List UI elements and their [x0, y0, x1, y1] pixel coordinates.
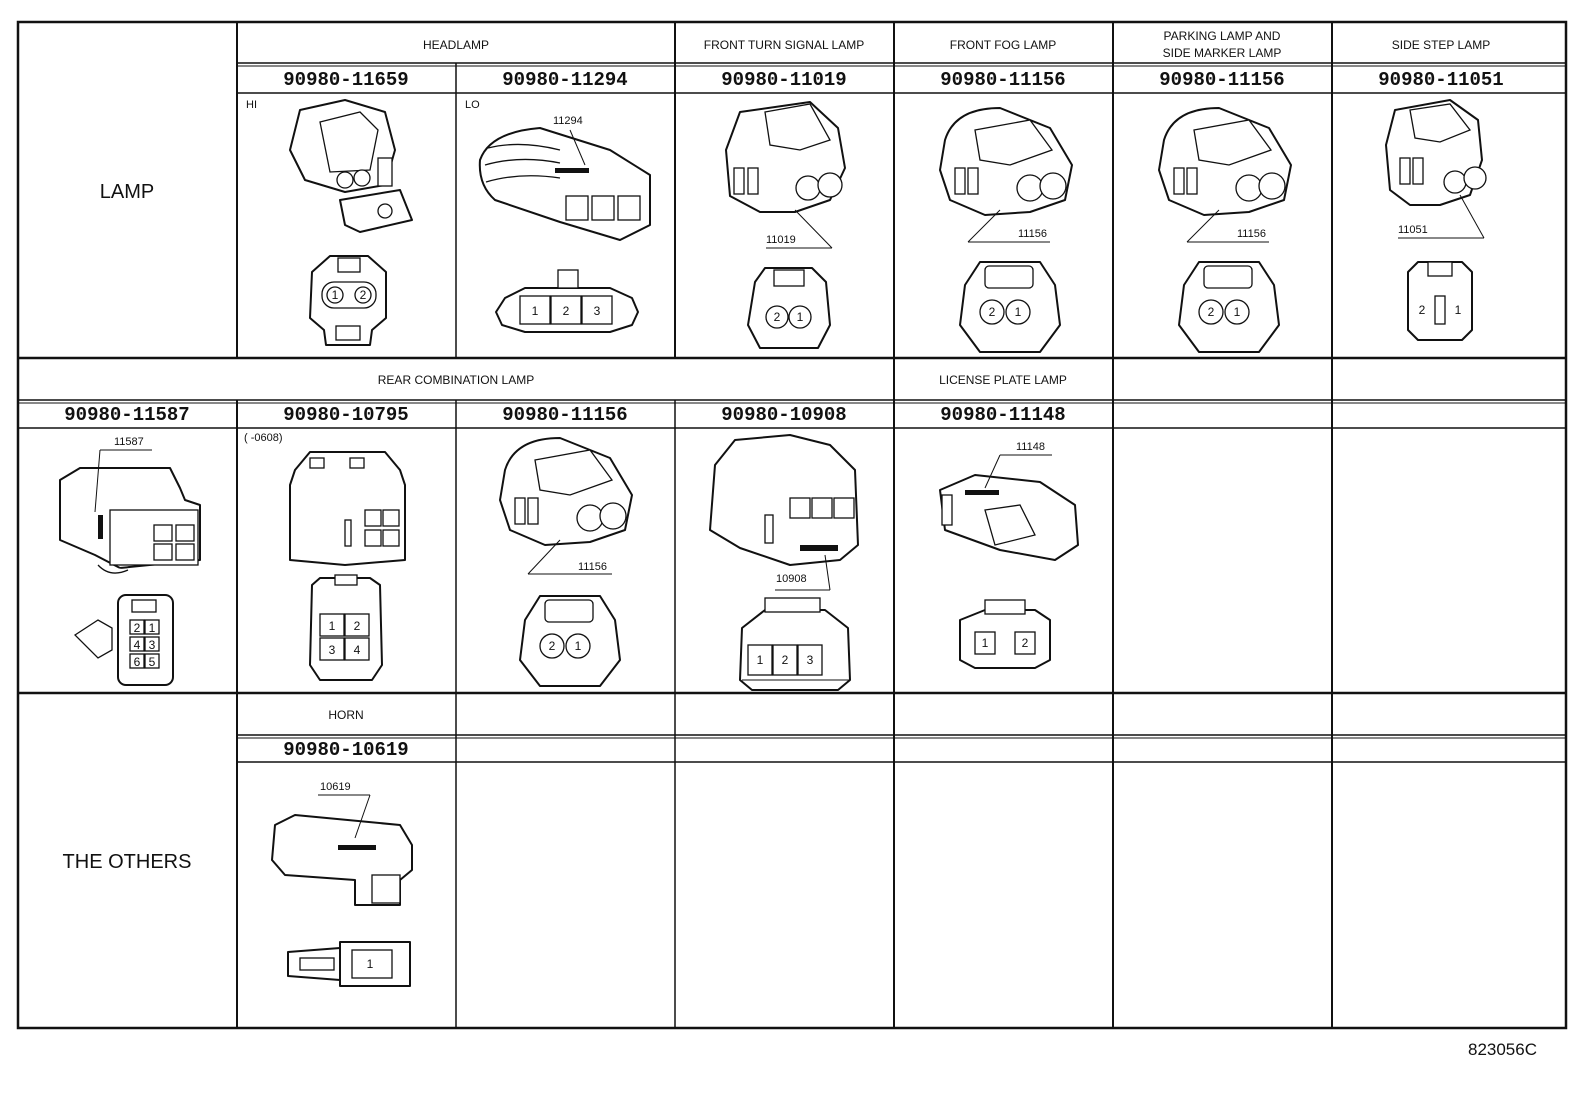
- pin-number: 2: [1419, 303, 1426, 317]
- pin-number: 2: [549, 639, 556, 653]
- pin-number: 1: [797, 310, 804, 324]
- header-parking-lamp-line1: PARKING LAMP AND: [1164, 29, 1281, 43]
- connector-illustration-11659: [289, 99, 413, 346]
- header-rear-combination-lamp: REAR COMBINATION LAMP: [378, 373, 534, 387]
- part-number: 90980-11051: [1378, 69, 1503, 91]
- pin-number: 2: [989, 305, 996, 319]
- note-hi: HI: [246, 99, 257, 111]
- pin-number: 3: [329, 643, 336, 657]
- part-number: 90980-11148: [940, 404, 1065, 426]
- connector-illustration-11587: [59, 449, 201, 686]
- pin-number: 1: [1015, 305, 1022, 319]
- pin-number: 4: [134, 638, 141, 652]
- callout-label: 11156: [1237, 228, 1266, 240]
- header-side-step-lamp: SIDE STEP LAMP: [1392, 38, 1490, 52]
- pin-number: 3: [594, 304, 601, 318]
- pin-number: 1: [1455, 303, 1462, 317]
- part-number: 90980-11659: [283, 69, 408, 91]
- callout-label: 11587: [114, 436, 144, 448]
- part-number: 90980-10619: [283, 739, 408, 761]
- part-number: 90980-11019: [721, 69, 846, 91]
- pin-number: 1: [329, 619, 336, 633]
- callout-label: 11148: [1016, 441, 1045, 453]
- part-number: 90980-11587: [64, 404, 189, 426]
- pin-number: 1: [332, 288, 339, 302]
- pin-number: 6: [134, 655, 141, 669]
- pin-number: 1: [1234, 305, 1241, 319]
- pin-number: 1: [757, 653, 764, 667]
- note-date-range: ( -0608): [244, 432, 283, 444]
- note-lo: LO: [465, 99, 480, 111]
- callout-label: 11156: [578, 561, 607, 573]
- table-grid: [16, 20, 1568, 1030]
- pin-number: 1: [532, 304, 539, 318]
- callout-label: 11019: [766, 234, 796, 246]
- pin-number: 1: [575, 639, 582, 653]
- callout-label: 11156: [1018, 228, 1047, 240]
- header-parking-lamp-line2: SIDE MARKER LAMP: [1163, 46, 1282, 60]
- pin-number: 2: [774, 310, 781, 324]
- header-horn: HORN: [328, 708, 363, 722]
- connector-illustration-10795: [289, 451, 406, 681]
- pin-number: 2: [354, 619, 361, 633]
- connector-illustration-10619: [271, 794, 413, 987]
- header-front-fog-lamp: FRONT FOG LAMP: [950, 38, 1056, 52]
- pin-number: 1: [149, 621, 156, 635]
- pin-number: 2: [360, 288, 367, 302]
- header-headlamp: HEADLAMP: [423, 38, 489, 52]
- connector-illustration-11156-fog: [939, 107, 1073, 353]
- connector-illustration-11148: [939, 454, 1079, 669]
- connector-illustration-11156-parking: [1158, 107, 1292, 353]
- callout-label: 10619: [320, 781, 351, 793]
- pin-number: 1: [367, 957, 374, 971]
- connector-illustration-10908: [709, 434, 859, 691]
- part-number: 90980-11294: [502, 69, 627, 91]
- connector-illustration-11156-rear: [499, 437, 633, 687]
- pin-number: 5: [149, 655, 156, 669]
- header-license-plate-lamp: LICENSE PLATE LAMP: [939, 373, 1067, 387]
- connector-illustration-11019: [725, 101, 846, 349]
- pin-number: 2: [1022, 636, 1029, 650]
- part-number: 90980-11156: [1159, 69, 1284, 91]
- connector-illustration-11051: [1385, 99, 1487, 341]
- header-front-turn-signal-lamp: FRONT TURN SIGNAL LAMP: [704, 38, 864, 52]
- pin-number: 1: [982, 636, 989, 650]
- callout-label: 11294: [553, 115, 583, 127]
- section-label-the-others: THE OTHERS: [63, 851, 192, 873]
- pin-number: 2: [1208, 305, 1215, 319]
- callout-label: 10908: [776, 573, 807, 585]
- pin-number: 3: [149, 638, 156, 652]
- pin-number: 2: [782, 653, 789, 667]
- pin-number: 2: [134, 621, 141, 635]
- callout-label: 11051: [1398, 224, 1428, 236]
- pin-number: 4: [354, 643, 361, 657]
- pin-number: 3: [807, 653, 814, 667]
- pin-number: 2: [563, 304, 570, 318]
- part-number: 90980-10795: [283, 404, 408, 426]
- part-number: 90980-10908: [721, 404, 846, 426]
- connector-illustration-11294: [478, 127, 651, 333]
- section-label-lamp: LAMP: [100, 181, 154, 203]
- part-number: 90980-11156: [940, 69, 1065, 91]
- diagram-code: 823056C: [1468, 1040, 1537, 1059]
- part-number: 90980-11156: [502, 404, 627, 426]
